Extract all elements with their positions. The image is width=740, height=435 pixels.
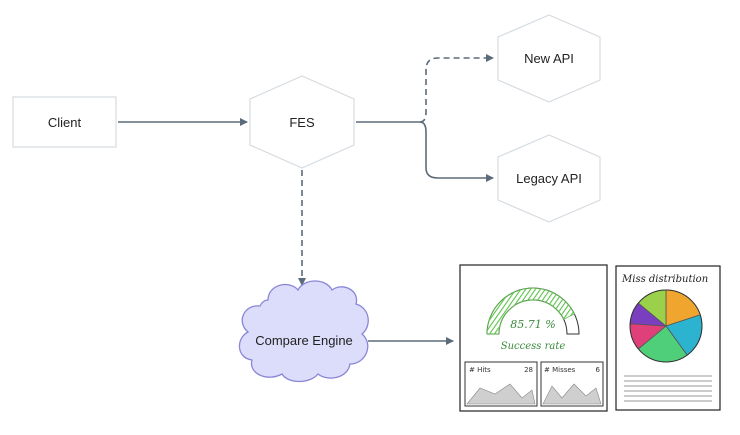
hits-sparkline bbox=[466, 383, 536, 405]
client-node[interactable]: Client bbox=[12, 96, 117, 148]
dashboard-card[interactable]: 85.71 % Success rate # Hits 28 # Misses … bbox=[459, 264, 608, 412]
hits-panel: # Hits 28 bbox=[464, 361, 538, 407]
gauge-value: 85.71 % bbox=[510, 318, 555, 331]
edge-fes-legacy-api bbox=[419, 121, 494, 182]
report-lines bbox=[624, 375, 712, 402]
misses-value: 6 bbox=[596, 366, 601, 374]
client-label: Client bbox=[48, 115, 82, 130]
edge-fes-new-api bbox=[419, 54, 494, 123]
legacy-api-node[interactable]: Legacy API bbox=[497, 134, 601, 223]
gauge-caption: Success rate bbox=[501, 341, 566, 352]
new-api-label: New API bbox=[524, 51, 574, 66]
misses-label: # Misses bbox=[544, 366, 576, 374]
misses-sparkline bbox=[542, 383, 602, 405]
report-card[interactable]: Miss distribution bbox=[615, 265, 721, 411]
new-api-node[interactable]: New API bbox=[497, 14, 601, 103]
fes-node[interactable]: FES bbox=[249, 75, 355, 169]
compare-engine-node[interactable]: Compare Engine bbox=[238, 280, 369, 383]
hits-label: # Hits bbox=[469, 366, 491, 374]
gauge-fill bbox=[486, 287, 575, 335]
pie-outline bbox=[629, 289, 703, 363]
miss-pie bbox=[629, 289, 703, 363]
legacy-api-label: Legacy API bbox=[516, 171, 582, 186]
misses-panel: # Misses 6 bbox=[540, 361, 604, 407]
hits-value: 28 bbox=[524, 366, 533, 374]
edges bbox=[118, 54, 494, 345]
report-title: Miss distribution bbox=[621, 274, 708, 285]
fes-label: FES bbox=[289, 115, 315, 130]
compare-engine-label: Compare Engine bbox=[255, 333, 353, 348]
